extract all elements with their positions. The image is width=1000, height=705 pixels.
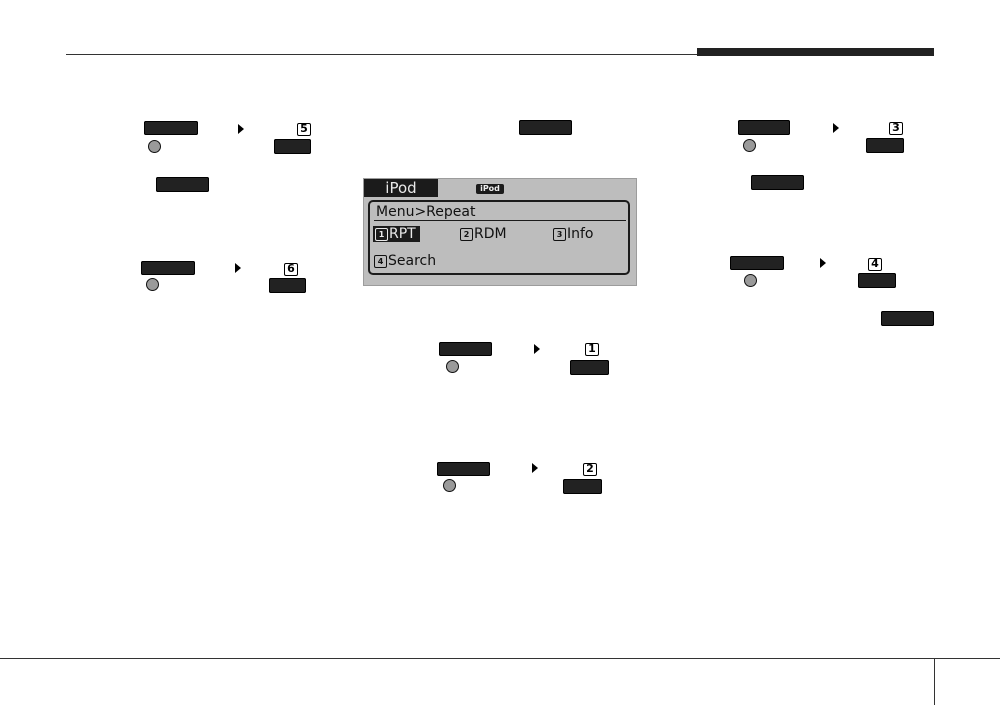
number-6-icon: 6	[284, 263, 298, 276]
setup-button-middle-1[interactable]	[439, 342, 492, 356]
tune-knob-icon[interactable]	[148, 140, 161, 153]
number-1-icon: 1	[375, 228, 388, 241]
enter-button-right-2[interactable]	[858, 273, 896, 288]
ipod-tab: iPod	[364, 179, 438, 197]
option-label: RDM	[474, 226, 507, 242]
enter-button-left-2[interactable]	[269, 278, 306, 293]
enter-button-right-1[interactable]	[866, 138, 904, 153]
menu-title: Menu>Repeat	[376, 204, 476, 220]
setup-button-middle-top[interactable]	[519, 120, 572, 135]
header-rule	[66, 54, 934, 55]
enter-button-middle-2[interactable]	[563, 479, 602, 494]
header-tab-bar	[697, 48, 934, 56]
arrow-right-icon	[534, 344, 540, 354]
enter-button-middle-1[interactable]	[570, 360, 609, 375]
number-1-icon: 1	[585, 343, 599, 356]
enter-button-left-1[interactable]	[274, 139, 311, 154]
option-label: Search	[388, 253, 437, 269]
setup-button-right-1[interactable]	[738, 120, 790, 135]
setup-button-right-4[interactable]	[881, 311, 934, 326]
setup-button-right-3[interactable]	[730, 256, 784, 270]
arrow-right-icon	[235, 263, 241, 273]
tune-knob-icon[interactable]	[743, 139, 756, 152]
setup-button-left-2[interactable]	[156, 177, 209, 192]
footer-rule	[0, 658, 1000, 659]
setup-button-left-1[interactable]	[144, 121, 198, 135]
arrow-right-icon	[532, 463, 538, 473]
number-2-icon: 2	[583, 463, 597, 476]
tune-knob-icon[interactable]	[744, 274, 757, 287]
arrow-right-icon	[820, 258, 826, 268]
number-4-icon: 4	[374, 255, 387, 268]
tune-knob-icon[interactable]	[146, 278, 159, 291]
number-3-icon: 3	[889, 122, 903, 135]
setup-button-right-2[interactable]	[751, 175, 804, 190]
option-label: RPT	[389, 226, 416, 242]
menu-divider	[374, 220, 626, 221]
tune-knob-icon[interactable]	[446, 360, 459, 373]
number-5-icon: 5	[297, 123, 311, 136]
number-3-icon: 3	[553, 228, 566, 241]
option-label: Info	[567, 226, 594, 242]
number-4-icon: 4	[868, 258, 882, 271]
arrow-right-icon	[238, 124, 244, 134]
setup-button-left-3[interactable]	[141, 261, 195, 275]
footer-separator	[934, 658, 935, 705]
arrow-right-icon	[833, 123, 839, 133]
tune-knob-icon[interactable]	[443, 479, 456, 492]
setup-button-middle-2[interactable]	[437, 462, 490, 476]
number-2-icon: 2	[460, 228, 473, 241]
ipod-badge-icon: iPod	[476, 184, 504, 194]
